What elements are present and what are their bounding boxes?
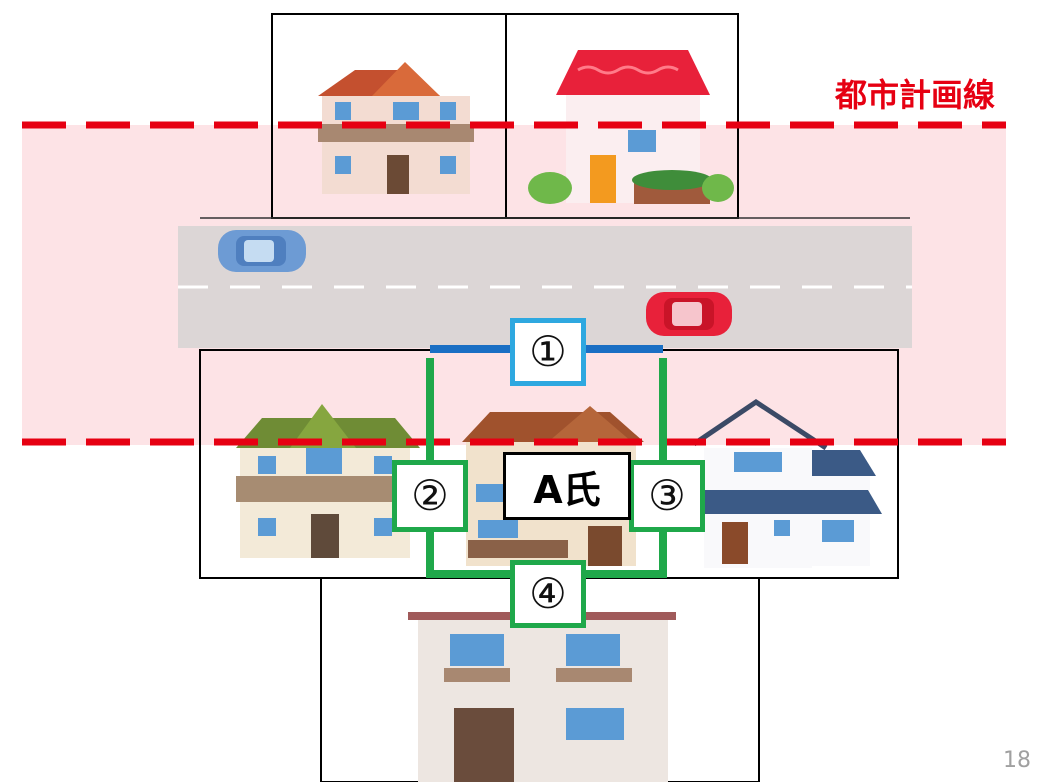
house-icon	[528, 50, 734, 204]
page-number: 18	[1003, 748, 1031, 773]
boundary-label-back: ④	[510, 560, 586, 628]
house-icon	[692, 398, 882, 568]
car-icon	[218, 230, 306, 272]
urban-planning-line-label: 都市計画線	[835, 76, 996, 114]
house-icon	[318, 62, 474, 194]
car-icon	[646, 292, 732, 336]
boundary-label-right: ③	[629, 460, 705, 532]
boundary-label-front: ①	[510, 318, 586, 386]
boundary-label-left: ②	[392, 460, 468, 532]
house-icon	[408, 612, 676, 782]
subject-label: A氏	[503, 452, 631, 520]
